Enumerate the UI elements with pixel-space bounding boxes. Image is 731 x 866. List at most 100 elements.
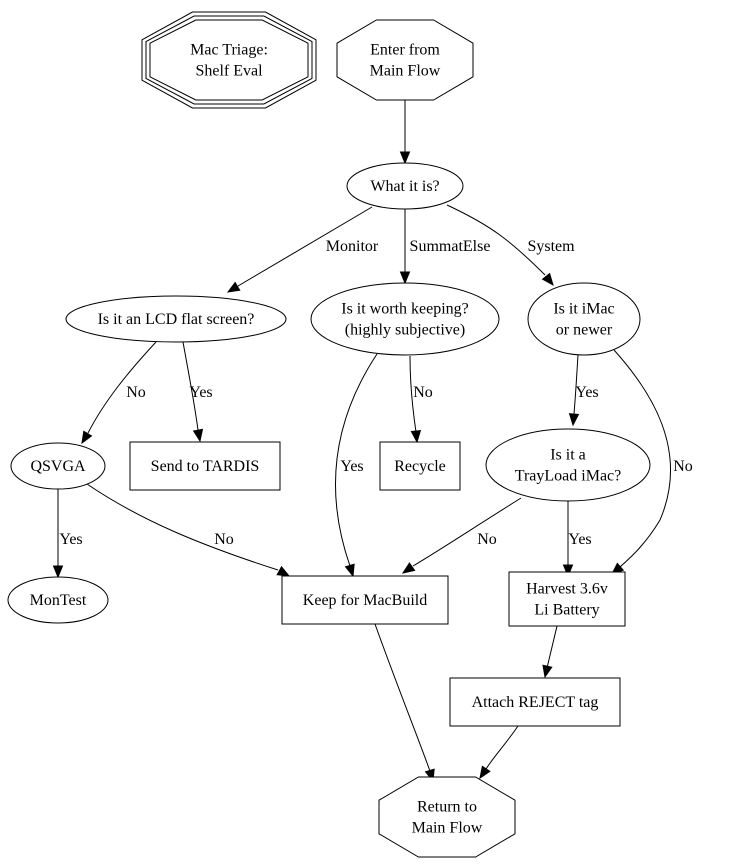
arrowhead-icon (542, 664, 553, 679)
node-tardis-box (129, 441, 281, 491)
edge-qsvga-to-keep (86, 483, 291, 577)
edge-line (409, 355, 417, 433)
arrowhead-icon (401, 562, 416, 574)
node-trayload-label: Is it a (550, 447, 586, 464)
node-lcd-ellipse (65, 295, 287, 343)
arrowhead-icon (344, 563, 355, 578)
edge-line (87, 341, 157, 434)
node-lcd: Is it an LCD flat screen? (65, 295, 287, 343)
edge-line (412, 497, 522, 567)
edge-label: System (527, 238, 575, 255)
node-lcd-label: Is it an LCD flat screen? (98, 311, 255, 328)
edge-line (86, 483, 279, 571)
edge-line (237, 206, 373, 287)
edge-label: No (126, 384, 146, 401)
edge-label: Yes (575, 384, 598, 401)
node-title-octagon-ring-3 (149, 19, 309, 101)
node-harvest: Harvest 3.6v Li Battery (508, 571, 626, 627)
edge-what-to-lcd (226, 206, 373, 293)
edge-label: Yes (189, 384, 212, 401)
node-title-label: Mac Triage: (190, 42, 268, 59)
node-tardis-label: Send to TARDIS (151, 458, 260, 475)
edge-line (485, 725, 519, 770)
edge-line (182, 341, 199, 431)
node-enter-octagon (336, 19, 474, 101)
edge-enter-to-what (399, 100, 411, 165)
node-montest-ellipse (7, 576, 109, 624)
node-worth-label: (highly subjective) (345, 322, 465, 339)
edge-label: Yes (568, 531, 591, 548)
node-imac-label: Is it iMac (553, 301, 614, 318)
node-reject-box (449, 677, 621, 727)
edge-trayload-to-keep (401, 497, 522, 574)
edge-line (374, 623, 431, 772)
arrowhead-icon (192, 428, 204, 443)
node-montest: MonTest (7, 576, 109, 624)
node-worth-ellipse (310, 282, 500, 356)
node-what-label: What it is? (370, 178, 439, 195)
edge-qsvga-to-montest (52, 489, 64, 579)
edges-layer (52, 100, 671, 783)
arrowhead-icon (52, 565, 64, 579)
node-trayload-label: TrayLoad iMac? (515, 468, 622, 485)
edge-line (335, 353, 378, 567)
edge-trayload-to-harvest (562, 501, 574, 578)
arrowhead-icon (562, 564, 574, 578)
arrowhead-icon (541, 272, 554, 287)
node-qsvga: QSVGA (10, 442, 106, 490)
edge-what-to-worth (399, 209, 411, 285)
node-imac-ellipse (527, 282, 641, 356)
edge-what-to-imac (446, 204, 554, 287)
node-trayload: Is it a TrayLoad iMac? (485, 428, 651, 502)
node-reject: Attach REJECT tag (449, 677, 621, 727)
node-trayload-ellipse (485, 428, 651, 502)
edge-label: No (413, 384, 433, 401)
edge-reject-to-return (479, 725, 519, 780)
node-qsvga-label: QSVGA (30, 458, 86, 475)
edge-worth-to-recycle (409, 355, 422, 444)
edge-label: Yes (340, 458, 363, 475)
edge-harvest-to-reject (542, 625, 558, 679)
edge-lcd-to-qsvga (81, 341, 157, 445)
edge-label: Yes (59, 531, 82, 548)
arrowhead-icon (399, 271, 411, 285)
node-keep: Keep for MacBuild (281, 575, 449, 625)
arrowhead-icon (410, 430, 422, 444)
node-worth: Is it worth keeping?(highly subjective) (310, 282, 500, 356)
node-what-ellipse (346, 162, 464, 210)
node-return-label: Return to (417, 799, 477, 816)
node-recycle-label: Recycle (394, 458, 446, 475)
node-return-label: Main Flow (412, 820, 483, 837)
arrowhead-icon (226, 281, 241, 293)
node-harvest-label: Harvest 3.6v (526, 581, 608, 598)
edge-label: No (673, 458, 693, 475)
arrowhead-icon (399, 151, 411, 165)
node-tardis: Send to TARDIS (129, 441, 281, 491)
edge-label: No (214, 531, 234, 548)
edge-keep-to-return (374, 623, 435, 783)
edge-label: SummatElse (410, 238, 491, 255)
edge-lcd-to-tardis (182, 341, 204, 443)
arrowhead-icon (568, 413, 580, 427)
edge-line (446, 204, 546, 276)
edge-line (613, 349, 671, 568)
node-imac-label: or newer (556, 322, 613, 339)
node-recycle-box (379, 441, 461, 491)
node-reject-label: Attach REJECT tag (472, 694, 599, 711)
arrowhead-icon (276, 565, 291, 577)
arrowhead-icon (81, 430, 93, 445)
node-title: Mac Triage: Shelf Eval (141, 11, 317, 109)
node-return: Return to Main Flow (378, 776, 516, 858)
node-montest-label: MonTest (30, 592, 87, 609)
node-keep-label: Keep for MacBuild (303, 592, 427, 609)
node-what: What it is? (346, 162, 464, 210)
edge-label: Monitor (326, 238, 379, 255)
node-keep-box (281, 575, 449, 625)
node-imac: Is it iMac or newer (527, 282, 641, 356)
node-harvest-label: Li Battery (534, 602, 599, 619)
node-title-label: Shelf Eval (195, 63, 263, 80)
edge-line (573, 354, 579, 415)
